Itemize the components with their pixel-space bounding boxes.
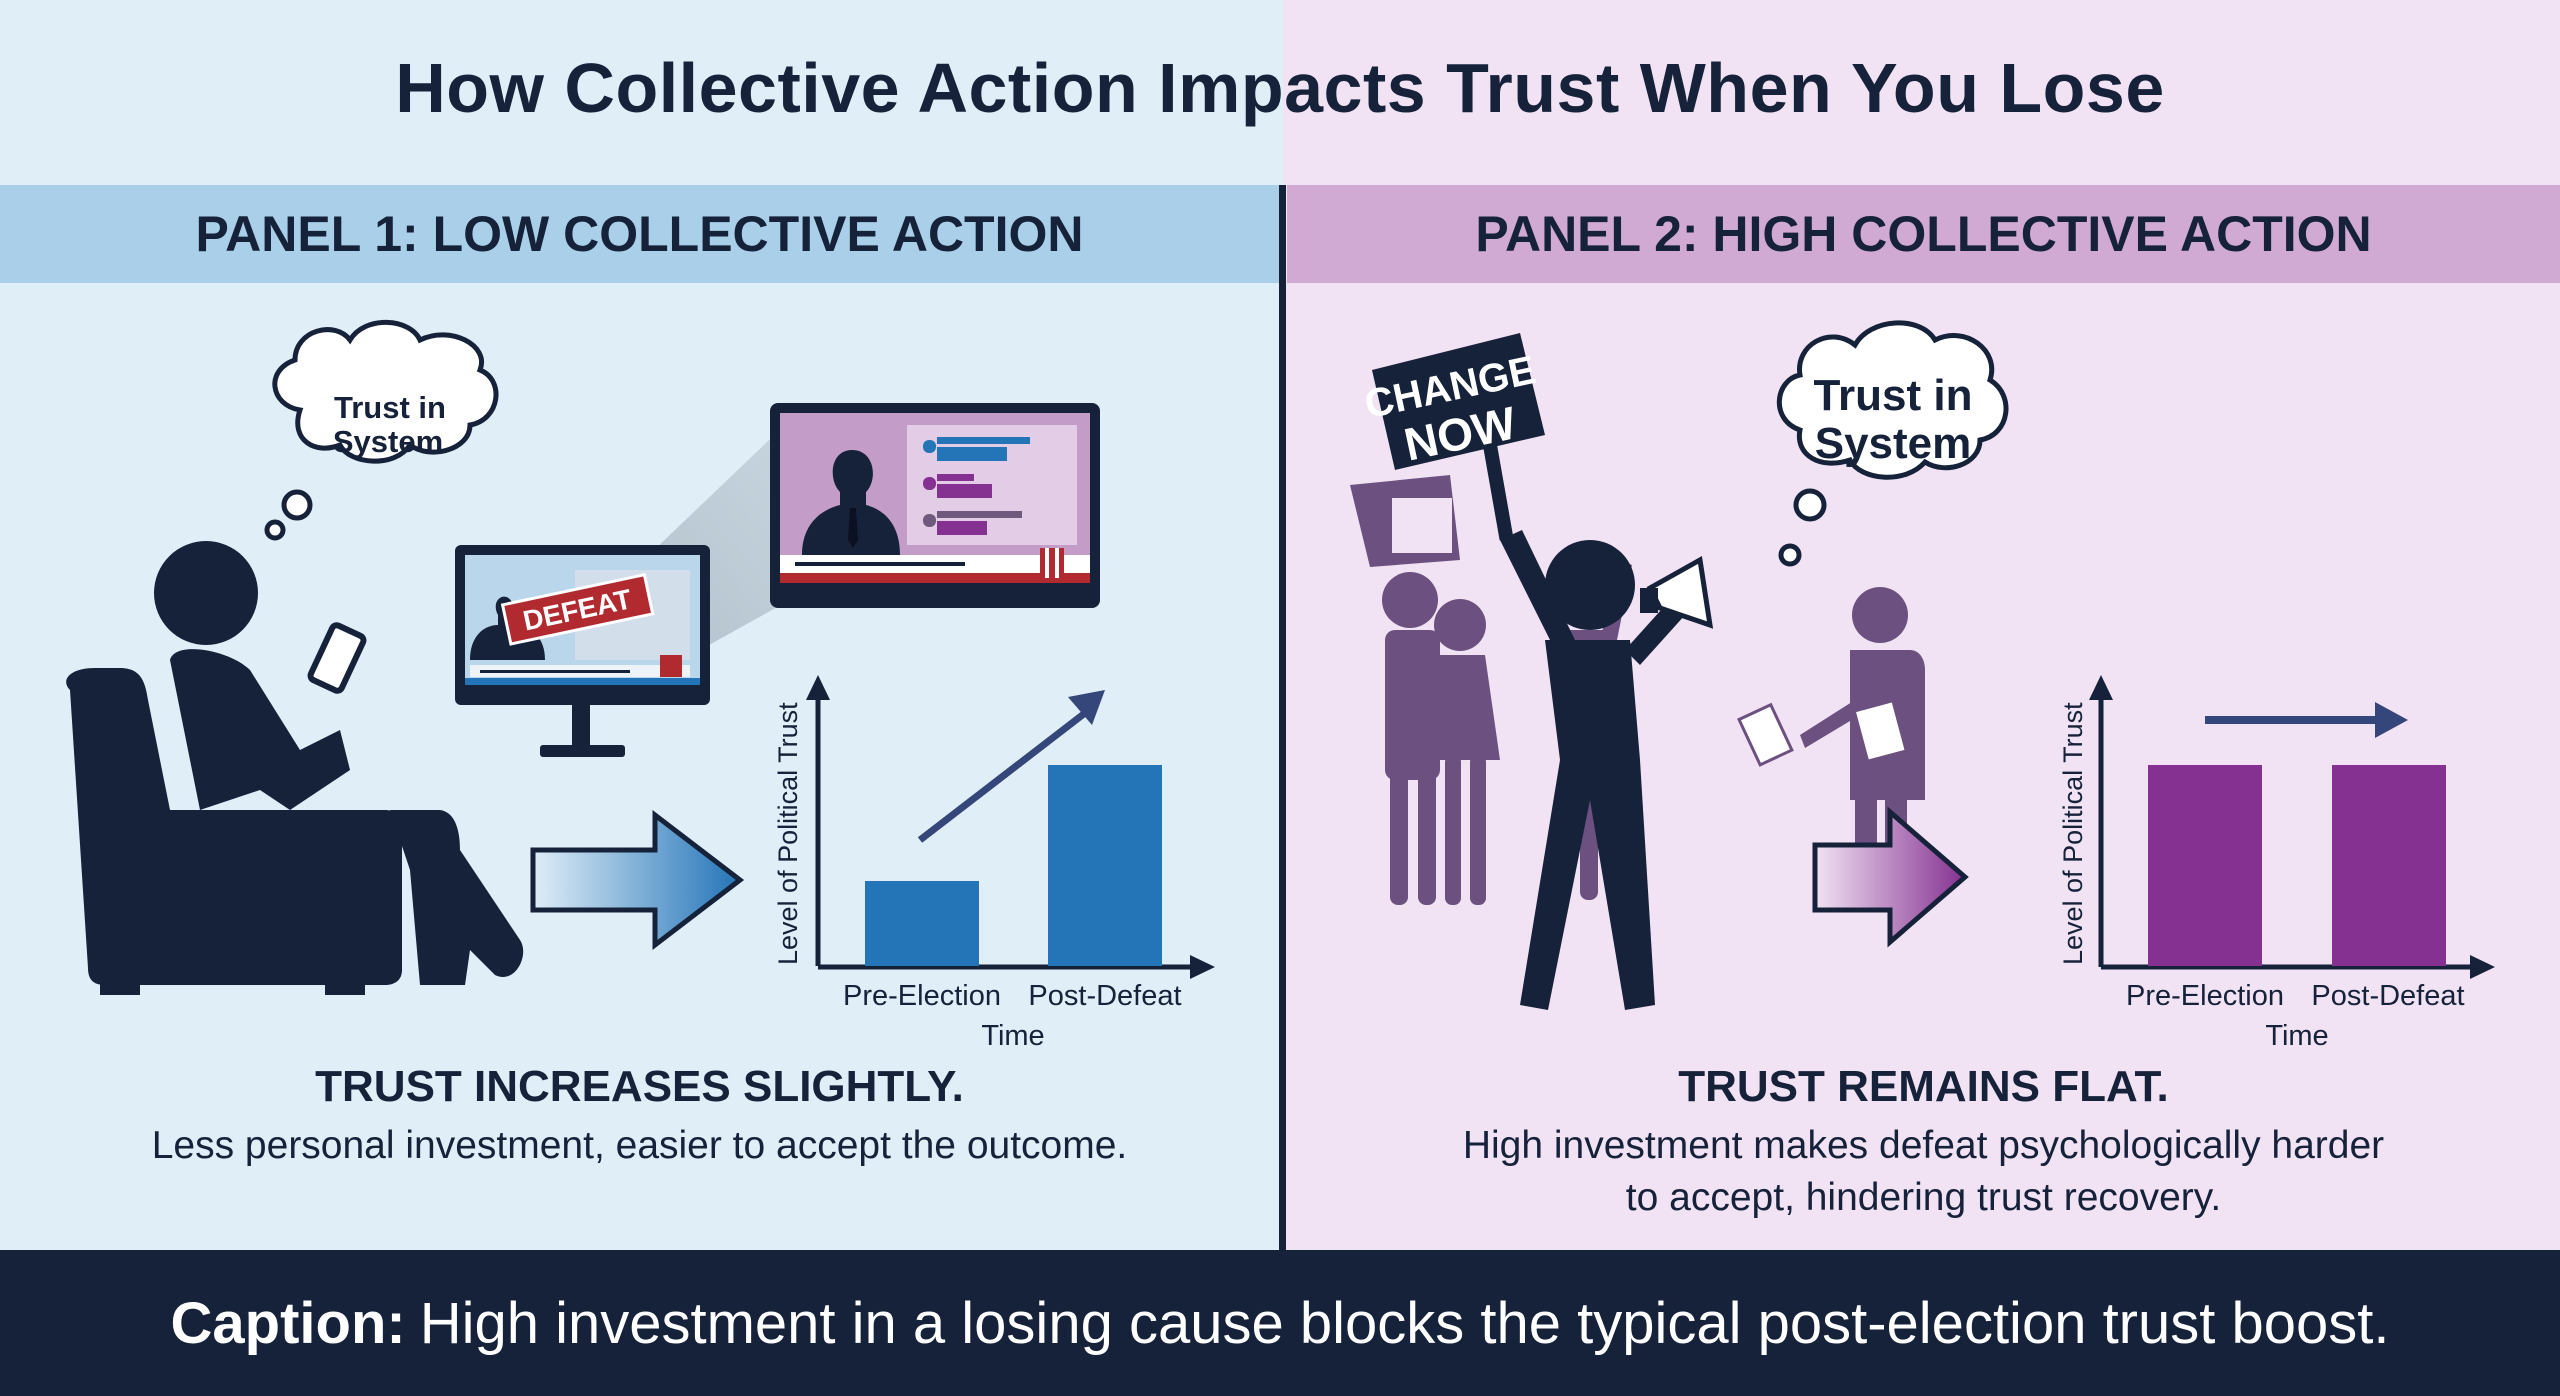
svg-text:Post-Defeat: Post-Defeat	[1028, 980, 1181, 1012]
small-tv-icon: DEFEAT	[455, 545, 710, 757]
panel-2-illustration: CHANGE NOW Trust in System Level of Poli…	[1350, 320, 2495, 1052]
bar-post-defeat	[1048, 765, 1162, 966]
thought-bubble-icon: Trust in System	[264, 319, 499, 541]
svg-text:Level of Political Trust: Level of Political Trust	[2058, 702, 2088, 965]
svg-text:Time: Time	[981, 1020, 1044, 1052]
svg-text:Pre-Election: Pre-Election	[2126, 980, 2284, 1012]
panel-2-summary-title: TRUST REMAINS FLAT.	[1678, 1062, 2169, 1111]
svg-text:System: System	[333, 424, 443, 459]
panel-2-summary: TRUST REMAINS FLAT. High investment make…	[1287, 1062, 2560, 1224]
panel-2-summary-text-line2: to accept, hindering trust recovery.	[1625, 1176, 2222, 1219]
transition-arrow-icon	[1812, 806, 1969, 948]
caption-label: Caption:	[170, 1290, 406, 1356]
bar-pre-election	[865, 881, 979, 966]
flyer-stack-icon	[1852, 698, 1909, 764]
panel-2-header: PANEL 2: HIGH COLLECTIVE ACTION	[1287, 185, 2560, 283]
panel-divider	[1279, 185, 1286, 1250]
panel-1-summary-text: Less personal investment, easier to acce…	[151, 1124, 1128, 1167]
transition-arrow-icon	[530, 809, 745, 951]
panel-1-illustration: Trust in System DEFEAT	[66, 319, 1215, 1052]
panel-1-bar-chart: Level of Political Trust Pre-Election Po…	[773, 675, 1215, 1052]
page-title: How Collective Action Impacts Trust When…	[395, 49, 2165, 127]
thought-bubble-icon: Trust in System	[1776, 320, 2009, 567]
svg-text:System: System	[1815, 419, 1972, 468]
trend-flat-arrow-icon	[2375, 702, 2408, 738]
panel-1-header: PANEL 1: LOW COLLECTIVE ACTION	[0, 185, 1279, 283]
caption-bar: Caption: High investment in a losing cau…	[0, 1250, 2560, 1396]
large-tv-icon	[770, 403, 1100, 608]
svg-text:Trust in: Trust in	[1814, 371, 1973, 420]
caption-text: High investment in a losing cause blocks…	[419, 1290, 2390, 1356]
svg-text:Trust in: Trust in	[334, 390, 446, 425]
svg-text:Pre-Election: Pre-Election	[843, 980, 1001, 1012]
svg-text:Level of Political Trust: Level of Political Trust	[773, 702, 803, 965]
bar-post-defeat	[2332, 765, 2446, 966]
panel-2-summary-text-line1: High investment makes defeat psychologic…	[1462, 1124, 2385, 1167]
seated-person-icon	[66, 541, 524, 995]
panel-2-bar-chart: Level of Political Trust Pre-Election Po…	[2058, 675, 2495, 1052]
panel-1-summary-title: TRUST INCREASES SLIGHTLY.	[315, 1062, 964, 1111]
panel-1-summary: TRUST INCREASES SLIGHTLY. Less personal …	[0, 1062, 1279, 1172]
flyer-icon	[1737, 702, 1794, 767]
trend-up-arrow-icon	[1068, 690, 1105, 725]
svg-text:Time: Time	[2265, 1020, 2328, 1052]
protester-with-megaphone-icon	[1372, 333, 1714, 1010]
bar-pre-election	[2148, 765, 2262, 966]
svg-text:Post-Defeat: Post-Defeat	[2311, 980, 2464, 1012]
